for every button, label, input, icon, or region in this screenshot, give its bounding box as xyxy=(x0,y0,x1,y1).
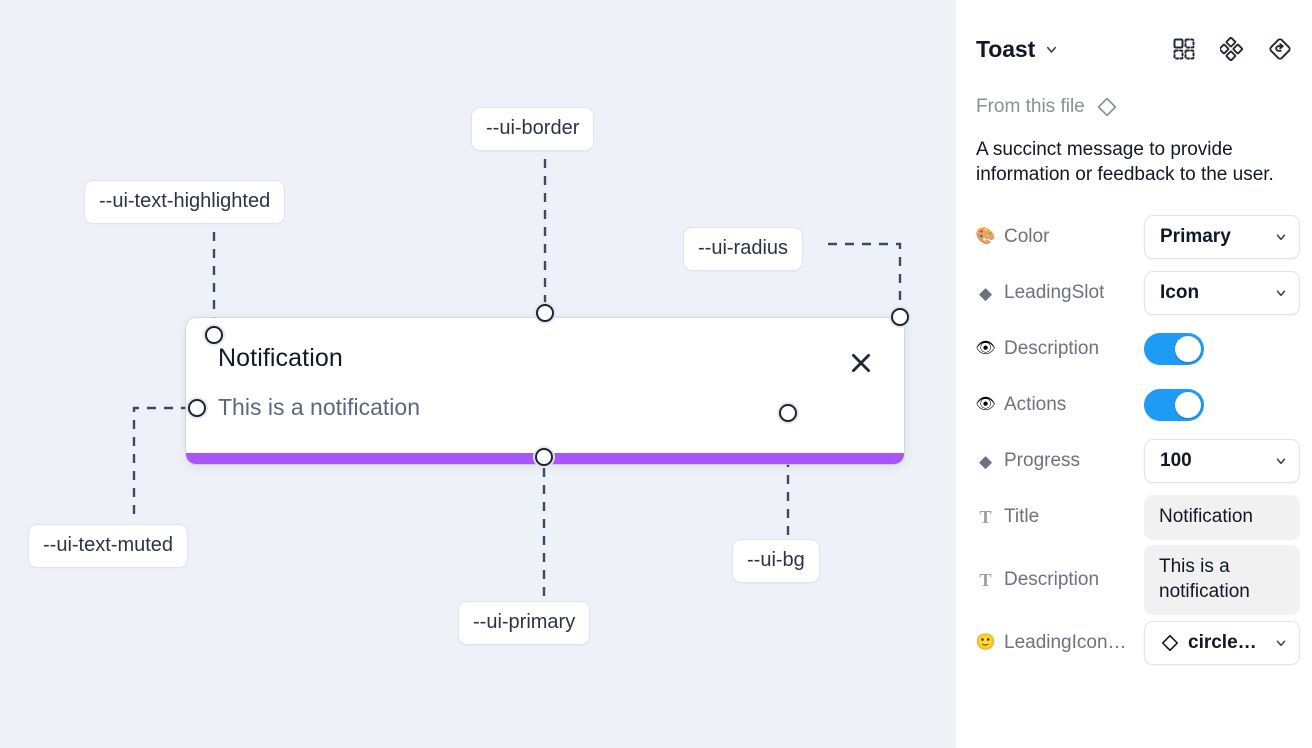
component-title: Toast xyxy=(976,35,1036,62)
actions-toggle[interactable] xyxy=(1144,389,1204,422)
property-name: Description xyxy=(1004,568,1100,590)
leadingslot-select[interactable]: Icon xyxy=(1144,271,1300,316)
property-label-leadingslot: ◆ LeadingSlot xyxy=(976,282,1144,304)
panel-header: Toast xyxy=(976,0,1292,72)
token-label-ui-bg[interactable]: --ui-bg xyxy=(732,539,820,583)
property-row-leadingicon: 🙂 LeadingIcon… circle… xyxy=(976,615,1300,671)
progress-select[interactable]: 100 xyxy=(1144,439,1300,484)
reset-instance-icon[interactable] xyxy=(1268,37,1292,61)
text-icon: T xyxy=(979,569,992,590)
property-row-color: 🎨 Color Primary xyxy=(976,209,1300,265)
token-label-ui-text-muted[interactable]: --ui-text-muted xyxy=(28,524,189,568)
color-select[interactable]: Primary xyxy=(1144,215,1300,260)
property-label-progress: ◆ Progress xyxy=(976,450,1144,472)
property-control: Icon xyxy=(1144,271,1300,316)
property-row-description-toggle: 👁 Description xyxy=(975,321,1292,377)
property-label-description: 👁 Description xyxy=(975,338,1144,360)
chevron-down-icon xyxy=(1274,286,1288,300)
property-name: Progress xyxy=(1004,450,1081,472)
properties-panel: Toast xyxy=(956,0,1312,748)
component-diamond-icon xyxy=(1160,633,1180,653)
property-label-leadingicon: 🙂 LeadingIcon… xyxy=(976,632,1144,654)
diamond-icon: ◆ xyxy=(978,283,993,303)
anchor-dot-text-muted[interactable] xyxy=(186,397,208,419)
property-name: LeadingSlot xyxy=(1004,282,1105,304)
chevron-down-icon xyxy=(1274,636,1288,650)
chevron-down-icon[interactable] xyxy=(1044,42,1059,57)
component-instance-icon[interactable] xyxy=(1220,37,1244,61)
property-control: Primary xyxy=(1144,215,1300,260)
property-name: LeadingIcon… xyxy=(1004,631,1127,653)
anchor-dot-primary[interactable] xyxy=(533,446,555,468)
token-label-ui-radius[interactable]: --ui-radius xyxy=(683,227,804,271)
from-this-file-label: From this file xyxy=(976,96,1085,117)
component-variants-icon[interactable] xyxy=(1172,37,1196,61)
anchor-dot-radius[interactable] xyxy=(889,306,911,328)
leadingslot-select-value: Icon xyxy=(1160,282,1200,304)
close-icon[interactable] xyxy=(848,350,874,376)
property-control: circle… xyxy=(1144,620,1300,665)
palette-emoji-icon: 🎨 xyxy=(975,228,996,246)
component-diamond-icon xyxy=(1096,96,1118,118)
chevron-down-icon xyxy=(1274,230,1288,244)
property-name: Title xyxy=(1004,506,1040,528)
chevron-down-icon xyxy=(1274,454,1288,468)
property-control xyxy=(1144,333,1292,366)
anchor-dot-bg[interactable] xyxy=(777,402,799,424)
diamond-icon: ◆ xyxy=(978,451,993,471)
property-control xyxy=(1144,389,1292,422)
toast-description: This is a notification xyxy=(218,394,420,420)
leadingicon-select-value: circle… xyxy=(1188,631,1257,653)
property-control: Notification xyxy=(1144,494,1300,540)
property-row-actions-toggle: 👁 Actions xyxy=(975,377,1292,433)
leadingicon-select[interactable]: circle… xyxy=(1144,620,1300,665)
property-name: Description xyxy=(1004,338,1100,360)
property-label-actions: 👁 Actions xyxy=(975,394,1144,416)
toast-preview[interactable]: Notification This is a notification xyxy=(186,318,904,464)
eye-emoji-icon: 👁 xyxy=(975,396,996,414)
property-row-description-text: T Description This is a notification xyxy=(976,545,1300,615)
anchor-dot-text-highlighted[interactable] xyxy=(203,324,225,346)
property-label-description-text: T Description xyxy=(976,569,1144,591)
smiley-emoji-icon: 🙂 xyxy=(975,633,996,651)
property-row-progress: ◆ Progress 100 xyxy=(976,433,1300,489)
property-name: Color xyxy=(1004,226,1050,248)
token-label-ui-primary[interactable]: --ui-primary xyxy=(458,601,591,645)
property-row-leadingslot: ◆ LeadingSlot Icon xyxy=(976,265,1300,321)
property-label-color: 🎨 Color xyxy=(976,226,1144,248)
property-list: 🎨 Color Primary ◆ LeadingSlot xyxy=(975,209,1300,671)
anchor-dot-border[interactable] xyxy=(534,302,556,324)
component-description: A succinct message to provide informatio… xyxy=(976,139,1274,186)
property-name: Actions xyxy=(1004,394,1067,416)
description-toggle[interactable] xyxy=(1144,333,1204,366)
property-control: This is a notification xyxy=(1144,545,1300,615)
eye-emoji-icon: 👁 xyxy=(975,340,996,358)
design-canvas[interactable]: Notification This is a notification --ui… xyxy=(0,0,956,748)
header-icon-group xyxy=(1172,37,1292,61)
token-label-ui-text-highlighted[interactable]: --ui-text-highlighted xyxy=(84,180,286,224)
description-input[interactable]: This is a notification xyxy=(1144,545,1300,615)
toast-title: Notification xyxy=(218,344,343,372)
text-icon: T xyxy=(979,507,992,528)
property-row-title: T Title Notification xyxy=(976,489,1300,545)
from-this-file-row[interactable]: From this file xyxy=(976,96,1292,118)
color-select-value: Primary xyxy=(1160,226,1231,248)
title-input[interactable]: Notification xyxy=(1144,494,1300,540)
property-control: 100 xyxy=(1144,439,1300,484)
progress-select-value: 100 xyxy=(1160,450,1192,472)
token-label-ui-border[interactable]: --ui-border xyxy=(471,107,595,151)
property-label-title: T Title xyxy=(976,506,1144,528)
